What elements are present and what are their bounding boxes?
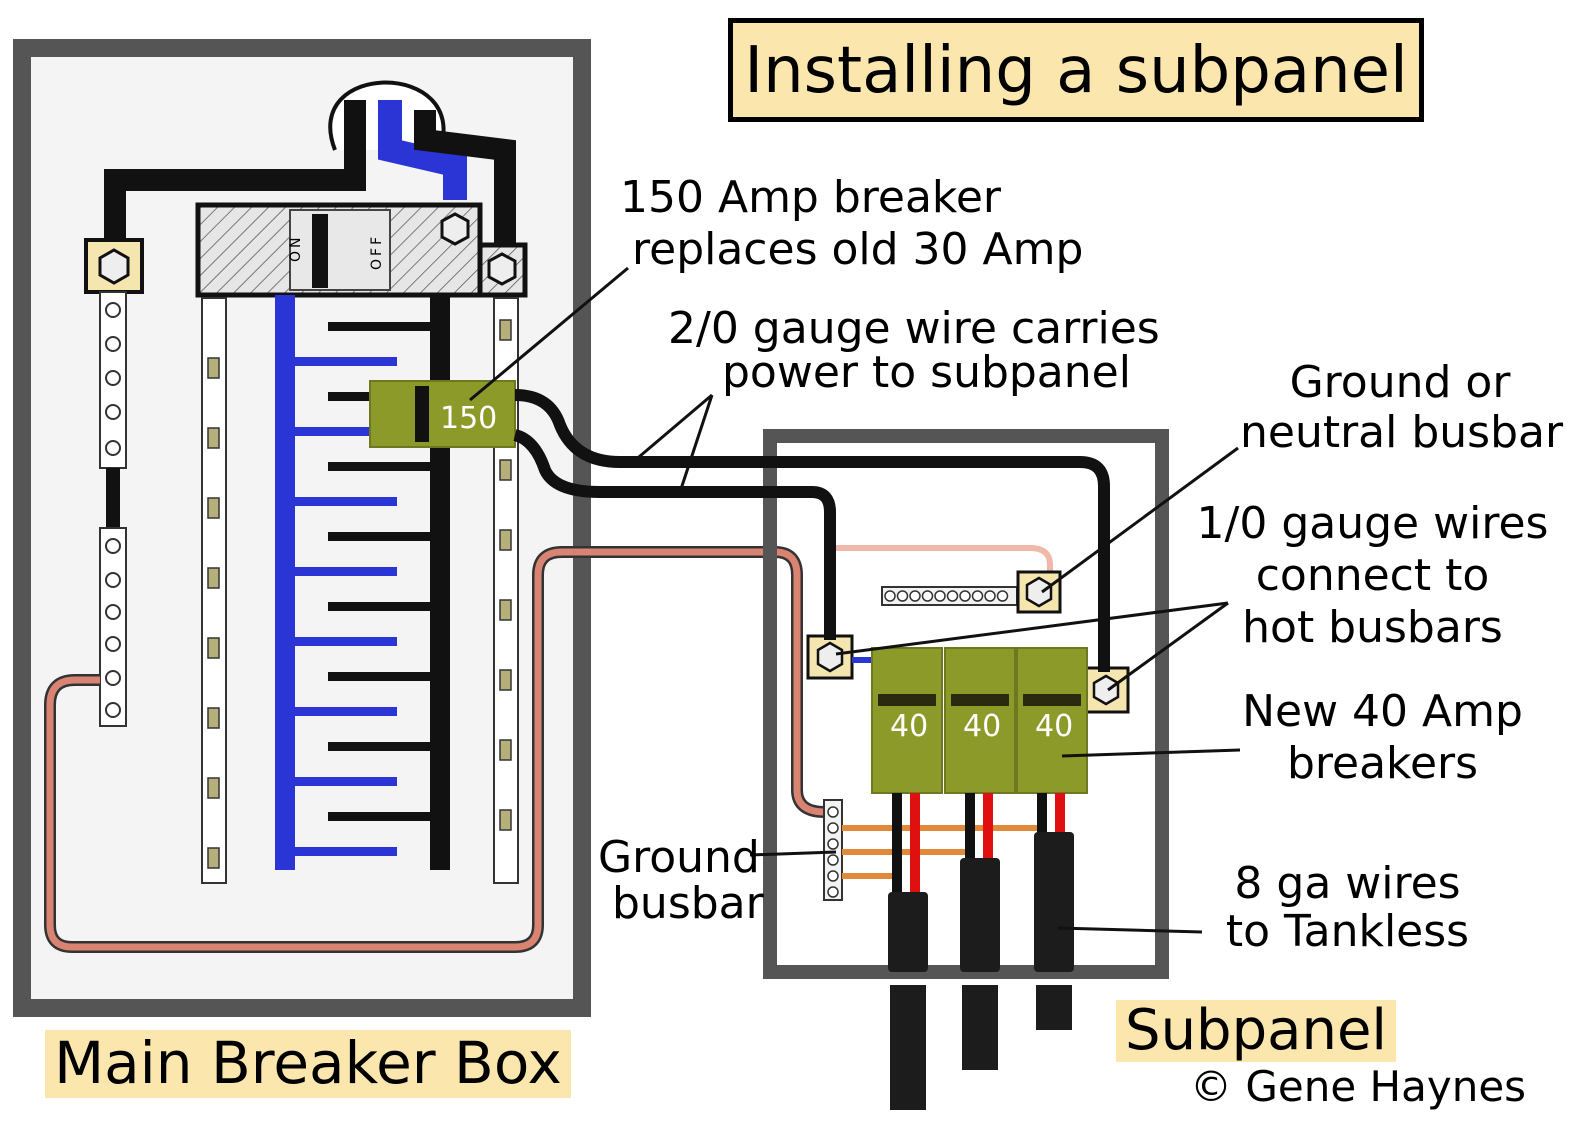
breaker-handle[interactable]: [951, 694, 1009, 706]
busbar-stab-blue: [293, 777, 397, 786]
label-new-breakers-line1: New 40 Amp: [1242, 686, 1523, 737]
busbar-screw: [921, 590, 934, 602]
busbar-stab-blue: [293, 847, 397, 856]
busbar-stab-blue: [293, 637, 397, 646]
feeder-hot-wire-2: [513, 429, 836, 640]
lug-hex-icon: [98, 248, 130, 285]
busbar-stab-black: [328, 532, 432, 541]
label-150-amp-line2: replaces old 30 Amp: [632, 224, 1084, 275]
busbar-screw: [909, 590, 921, 602]
label-ground-neutral-line1: Ground or: [1289, 357, 1511, 408]
lug-hex-icon: [487, 252, 517, 286]
breaker-40-amp[interactable]: 40: [944, 647, 1016, 878]
label-tankless-line1: 8 ga wires: [1234, 858, 1461, 909]
busbar-screw: [959, 590, 971, 602]
main-breaker-off-label: OFF: [369, 234, 385, 270]
caption-subpanel: Subpanel: [1116, 1000, 1396, 1062]
ground-wire: [46, 548, 826, 951]
label-150-amp-line1: 150 Amp breaker: [620, 172, 1002, 223]
main-neutral-busbar: [99, 291, 127, 727]
service-hot-wire-left: [104, 100, 366, 250]
breaker-40-label: 40: [1035, 709, 1073, 744]
diagram-title: Installing a subpanel: [728, 18, 1424, 122]
copper-ground-conductors: [842, 825, 1040, 879]
busbar-stab-black: [328, 742, 432, 751]
subpanel-ground-busbar: [823, 799, 843, 901]
lug-hex-icon: [1092, 674, 1120, 706]
busbar-stab-black: [328, 602, 432, 611]
label-new-breakers-line2: breakers: [1286, 738, 1479, 789]
busbar-screw: [984, 590, 996, 602]
lug-hex-icon: [440, 212, 470, 246]
busbar-stab-blue: [293, 357, 397, 366]
leader-lines: [469, 266, 1241, 934]
label-2-0-wire-line1: 2/0 gauge wire carries: [668, 303, 1160, 354]
label-2-0-wire-line2: power to subpanel: [722, 347, 1131, 398]
service-hot-wire-right: [414, 110, 516, 250]
service-neutral-wire: [378, 100, 467, 200]
label-1-0-wires-line1: 1/0 gauge wires: [1196, 498, 1549, 549]
busbar-stab-black: [328, 322, 432, 331]
main-breaker-switch[interactable]: [312, 214, 328, 288]
caption-main-breaker-box: Main Breaker Box: [45, 1030, 571, 1098]
busbar-screw: [884, 590, 896, 602]
busbar-stab-black: [328, 672, 432, 681]
busbar-stab-black: [328, 462, 432, 471]
breaker-150-label: 150: [440, 401, 497, 436]
subpanel-hot-lug-left: [806, 634, 854, 680]
lug-hex-icon: [816, 641, 844, 673]
busbar-stab-blue: [293, 497, 397, 506]
busbar-stab-blue: [293, 427, 397, 436]
main-breaker-on-label: ON: [288, 235, 304, 263]
main-breaker-box: ON OFF: [13, 39, 826, 1017]
red-branch-wire: [910, 793, 920, 893]
main-neutral-lug: [84, 238, 144, 294]
tankless-cables: [888, 832, 1074, 1110]
label-ground-neutral-line2: neutral busbar: [1240, 407, 1564, 458]
subpanel-hot-lug-right: [1082, 666, 1130, 714]
breaker-40-amp[interactable]: 40: [1016, 647, 1088, 863]
label-ground-busbar-line1: Ground: [598, 832, 760, 883]
main-breaker[interactable]: ON OFF: [195, 202, 528, 298]
red-branch-wire: [983, 793, 993, 878]
black-branch-wire: [965, 793, 975, 878]
busbar-stab-blue: [293, 707, 397, 716]
feeder-hot-wire-1: [514, 389, 1110, 672]
label-1-0-wires-line3: hot busbars: [1242, 602, 1503, 653]
breaker-40-amp[interactable]: 40: [871, 647, 943, 893]
label-tankless-line2: to Tankless: [1225, 906, 1470, 957]
breaker-40-label: 40: [890, 709, 928, 744]
breaker-handle[interactable]: [1023, 694, 1081, 706]
red-branch-wire: [1055, 793, 1065, 863]
busbar-stab-blue: [293, 567, 397, 576]
busbar-screw: [896, 590, 909, 602]
busbar-screw: [946, 590, 959, 602]
breaker-handle[interactable]: [878, 694, 936, 706]
black-branch-wire: [1037, 793, 1047, 863]
busbar-stab-black: [328, 812, 432, 821]
busbar-screw: [996, 590, 1009, 602]
label-ground-busbar-line2: busbar: [612, 878, 764, 929]
busbar-screw: [934, 590, 946, 602]
copyright: © Gene Haynes: [1190, 1062, 1527, 1111]
lug-hex-icon: [1025, 576, 1053, 608]
subpanel-box: 40 40 40: [513, 389, 1169, 1110]
busbar-screw: [971, 590, 984, 602]
black-branch-wire: [892, 793, 902, 893]
breaker-40-label: 40: [963, 709, 1001, 744]
subpanel-neutral-busbar: [881, 570, 1062, 614]
label-1-0-wires-line2: connect to: [1255, 550, 1490, 601]
breaker-150-amp[interactable]: 150: [369, 380, 516, 448]
